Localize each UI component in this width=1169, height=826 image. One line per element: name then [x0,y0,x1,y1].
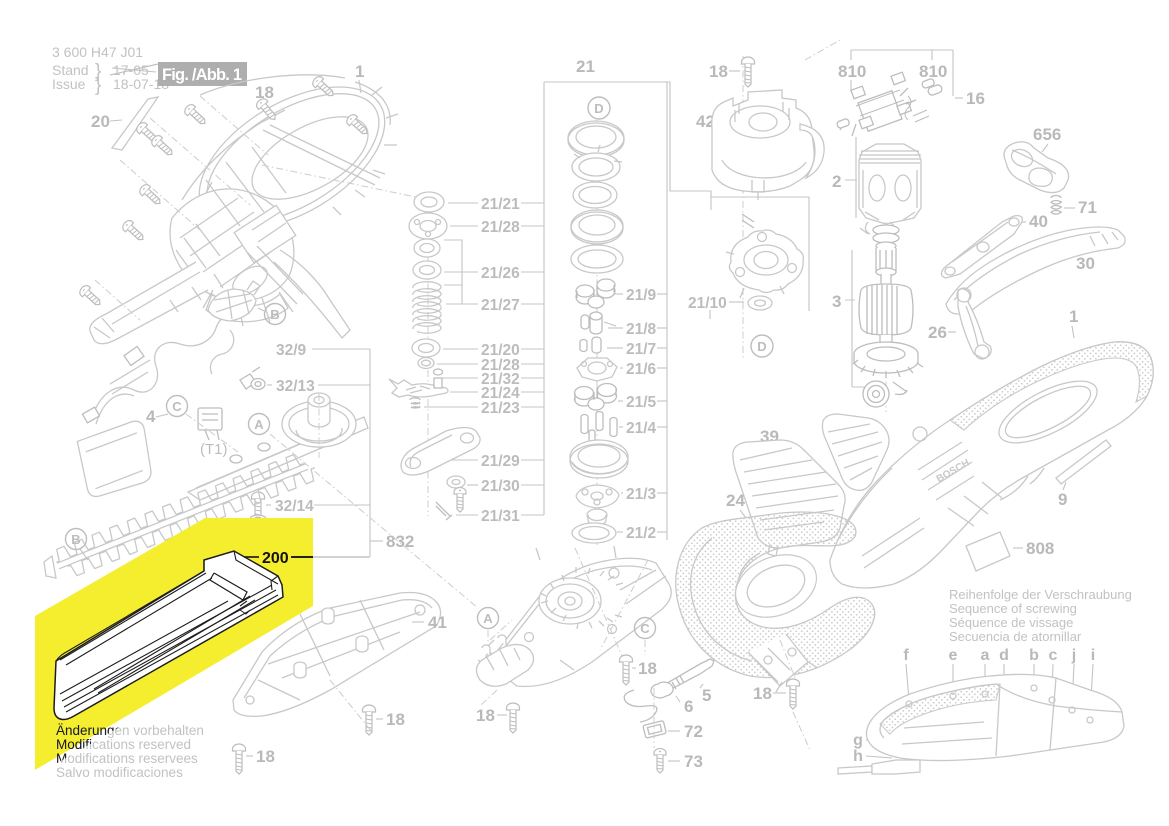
svg-text:18: 18 [386,710,405,729]
svg-text:32/9: 32/9 [276,342,307,359]
svg-text:1: 1 [355,62,364,81]
svg-text:21/28: 21/28 [481,219,520,236]
svg-text:Séquence de vissage: Séquence de vissage [949,615,1073,630]
svg-text:72: 72 [684,722,703,741]
svg-text:21/32: 21/32 [481,371,520,388]
svg-text:21/10: 21/10 [688,295,727,312]
svg-text:Änderungen vorbehalten: Änderungen vorbehalten [56,723,204,738]
svg-text:21/2: 21/2 [626,525,656,542]
svg-text:21/20: 21/20 [481,342,520,359]
svg-text:5: 5 [702,686,711,705]
svg-text:9: 9 [1058,490,1067,509]
svg-text:1: 1 [1069,307,1078,326]
svg-text:21/9: 21/9 [626,287,657,304]
svg-text:40: 40 [1029,212,1048,231]
svg-text:2: 2 [832,172,841,191]
svg-text:d: d [999,647,1009,664]
svg-text:18-07-18: 18-07-18 [113,76,169,92]
svg-text:3 600 H47 J01: 3 600 H47 J01 [52,44,143,60]
svg-text:6: 6 [684,697,693,716]
svg-text:24: 24 [726,491,745,510]
svg-text:21/6: 21/6 [626,361,657,378]
svg-text:C: C [172,399,182,414]
svg-text:h: h [853,748,863,765]
svg-text:30: 30 [1076,254,1095,273]
svg-text:4: 4 [146,407,156,426]
svg-text:B: B [270,307,279,322]
svg-text:21/26: 21/26 [481,265,520,282]
svg-text:16: 16 [966,89,985,108]
svg-text:71: 71 [1078,198,1097,217]
svg-text:Modifications reservees: Modifications reservees [56,751,198,766]
svg-text:26: 26 [928,323,947,342]
svg-text:Salvo modificaciones: Salvo modificaciones [56,765,183,780]
svg-text:21/31: 21/31 [481,508,520,525]
svg-text:21/4: 21/4 [626,420,657,437]
svg-text:i: i [1091,647,1095,664]
svg-text:A: A [483,611,493,626]
svg-text:21/28: 21/28 [481,357,520,374]
svg-text:810: 810 [838,62,866,81]
svg-text:21/5: 21/5 [626,394,657,411]
svg-text:Modifications reserved: Modifications reserved [56,737,191,752]
svg-text:21/21: 21/21 [481,196,520,213]
svg-text:Issue: Issue [52,76,86,92]
svg-text:73: 73 [684,752,703,771]
svg-text:f: f [903,647,909,664]
svg-text:656: 656 [1033,125,1061,144]
svg-text:32/14: 32/14 [275,498,314,515]
svg-text:b: b [1029,647,1039,664]
svg-text:18: 18 [638,659,657,678]
svg-text:Reihenfolge der Verschraubung: Reihenfolge der Verschraubung [949,587,1132,602]
svg-text:42: 42 [696,112,715,131]
svg-text:21/30: 21/30 [481,478,520,495]
svg-text:20: 20 [91,112,110,131]
svg-text:D: D [594,101,603,116]
svg-text:3: 3 [832,292,841,311]
svg-text:200: 200 [262,550,289,567]
svg-text:}: } [95,75,101,96]
svg-text:a: a [981,647,990,664]
svg-text:21/24: 21/24 [481,385,520,402]
svg-text:(T1): (T1) [200,441,228,458]
svg-text:21/8: 21/8 [626,321,657,338]
svg-text:18: 18 [476,706,495,725]
svg-text:18: 18 [709,62,728,81]
svg-text:j: j [1071,647,1076,664]
svg-text:832: 832 [386,532,414,551]
svg-text:C: C [640,621,650,636]
svg-text:}: } [95,61,101,82]
svg-text:e: e [949,647,958,664]
svg-text:808: 808 [1026,539,1054,558]
svg-text:21/23: 21/23 [481,400,520,417]
svg-text:g: g [853,732,863,749]
svg-text:21/3: 21/3 [626,486,657,503]
svg-text:18: 18 [255,83,274,102]
svg-text:21: 21 [576,57,595,76]
svg-text:Fig. /Abb. 1: Fig. /Abb. 1 [162,66,242,84]
svg-text:32/13: 32/13 [276,378,315,395]
svg-text:c: c [1049,647,1058,664]
svg-text:D: D [757,339,766,354]
svg-text:Secuencia de atornillar: Secuencia de atornillar [949,629,1082,644]
svg-text:21/29: 21/29 [481,453,520,470]
svg-text:B: B [71,532,80,547]
svg-text:21/7: 21/7 [626,341,656,358]
svg-text:21/27: 21/27 [481,297,520,314]
svg-text:41: 41 [428,613,447,632]
svg-text:810: 810 [919,62,947,81]
svg-text:A: A [254,417,264,432]
svg-text:Sequence of screwing: Sequence of screwing [949,601,1077,616]
svg-text:18: 18 [753,684,772,703]
svg-text:18: 18 [256,747,275,766]
svg-text:Stand: Stand [52,62,89,78]
